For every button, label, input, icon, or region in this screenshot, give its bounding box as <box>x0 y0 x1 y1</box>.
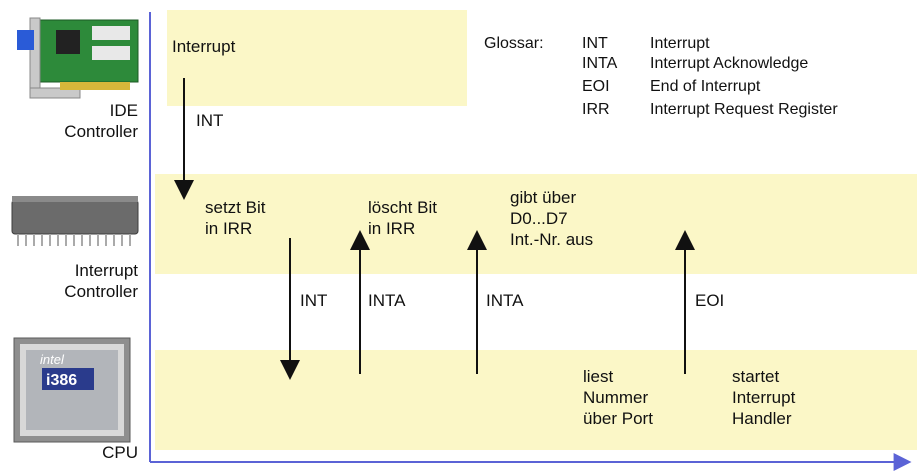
pic-loescht-bit-text: löscht Bit in IRR <box>368 198 437 238</box>
ide-int-label: INT <box>196 111 224 130</box>
cpu-model-text: i386 <box>46 372 77 389</box>
ide-controller-card-image <box>17 17 139 99</box>
intel-logo-text: intel <box>40 352 65 367</box>
cpu-chip-image: intel i386 <box>13 337 131 443</box>
pic-setzt-bit-text: setzt Bit in IRR <box>205 198 266 238</box>
signal-int-label: INT <box>300 291 328 310</box>
glossary-title: Glossar: <box>484 35 544 52</box>
lane-label-cpu: CPU <box>102 443 138 462</box>
ide-interrupt-text: Interrupt <box>172 37 236 56</box>
signal-eoi-label: EOI <box>695 291 725 310</box>
glossary-abbr: INTA <box>582 55 618 72</box>
pic-band <box>155 174 917 274</box>
glossary-abbr: EOI <box>582 78 610 95</box>
ide-band <box>167 10 467 106</box>
pic-gibt-nummer-text: gibt über D0...D7 Int.-Nr. aus <box>510 188 594 249</box>
lane-label-ide: IDE Controller <box>64 101 138 141</box>
signal-inta-label-2: INTA <box>486 291 524 310</box>
cpu-liest-nummer-text: liest Nummer über Port <box>583 367 653 428</box>
interrupt-controller-chip-image <box>11 196 139 246</box>
glossary-meaning: Interrupt Request Register <box>650 101 838 118</box>
glossary-meaning: End of Interrupt <box>650 78 761 95</box>
glossary-meaning: Interrupt Acknowledge <box>650 55 809 72</box>
glossary-meaning: Interrupt <box>650 35 710 52</box>
lane-label-interrupt-controller: Interrupt Controller <box>64 261 138 301</box>
glossary-abbr: INT <box>582 35 608 52</box>
signal-inta-label-1: INTA <box>368 291 406 310</box>
glossary-abbr: IRR <box>582 101 610 118</box>
cpu-startet-handler-text: startet Interrupt Handler <box>732 367 796 428</box>
